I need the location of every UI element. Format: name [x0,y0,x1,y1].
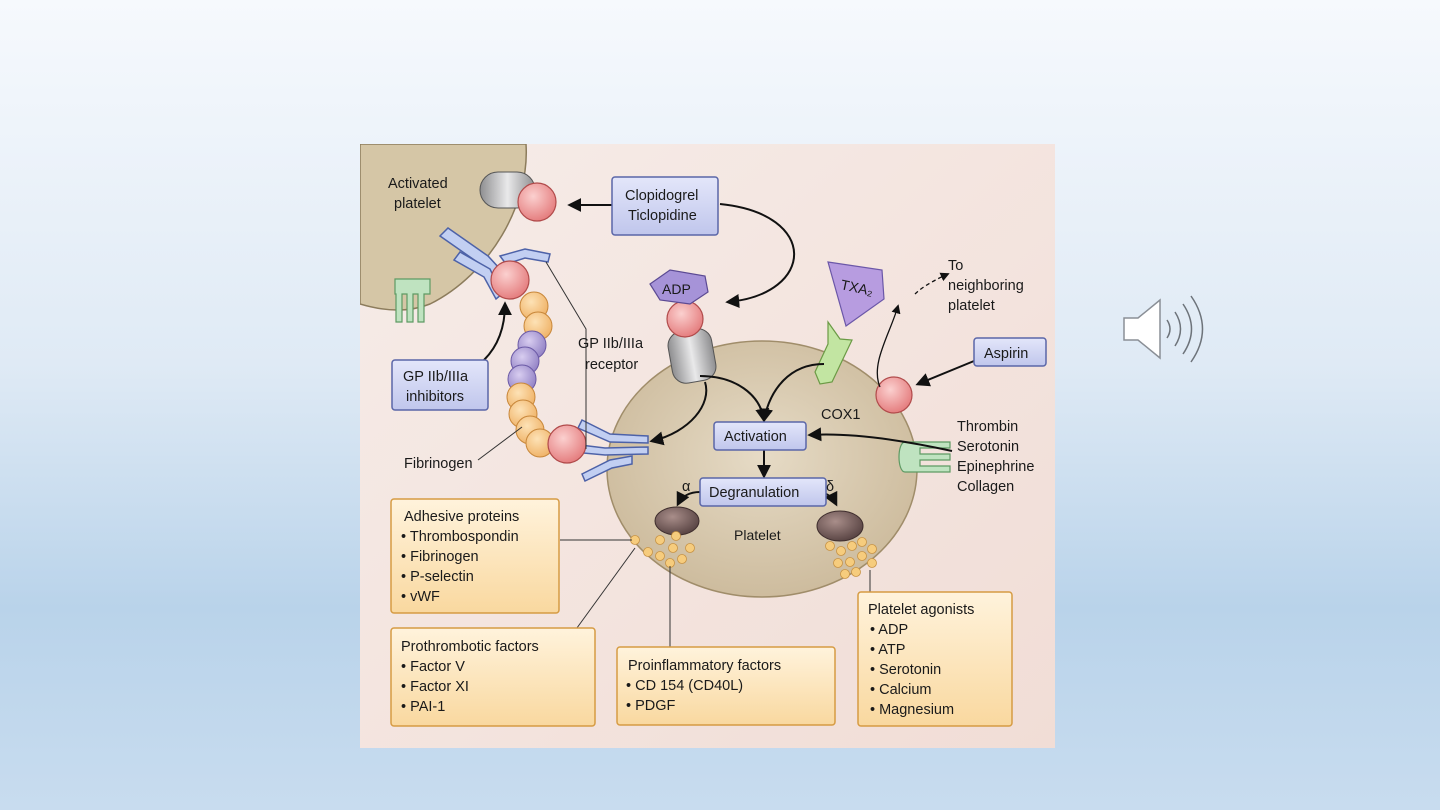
txa2-label: TXA₂ [839,276,874,298]
prothrombotic-factors-box: Prothrombotic factors • Factor V • Facto… [390,627,596,727]
leader-lines [477,261,871,656]
p2y12-receptor-top [479,171,557,222]
platelet-label: Platelet [734,527,781,543]
gp-receptor-bottom [571,418,649,483]
svg-text:Degranulation: Degranulation [709,485,799,501]
thrombin-receptor [898,441,951,473]
cox1-enzyme [875,376,913,414]
degranulation-box: Degranulation [699,477,827,507]
svg-text:• ADP: • ADP [870,622,908,638]
fibrinogen-label: Fibrinogen [404,456,473,472]
svg-text:Aspirin: Aspirin [984,346,1028,362]
activated-platelet-label: Activated platelet [388,176,452,212]
aspirin-box: Aspirin [973,337,1047,367]
released-granule-contents [630,531,877,579]
svg-text:Activation: Activation [724,429,787,445]
svg-text:• Calcium: • Calcium [870,682,931,698]
arrows [483,198,975,507]
alpha-granule [654,506,700,536]
svg-text:Clopidogrel: Clopidogrel [625,188,698,204]
fibrinogen-chain [506,291,555,458]
gp-inhibitors-box: GP IIb/IIIa inhibitors [391,359,489,411]
svg-text:Platelet agonists: Platelet agonists [868,602,974,618]
svg-text:GP IIb/IIIa: GP IIb/IIIa [403,369,469,385]
svg-text:Proinflammatory factors: Proinflammatory factors [628,658,781,674]
svg-text:• vWF: • vWF [401,589,440,605]
gp-receptor-label: GP IIb/IIIa receptor [578,336,647,373]
adp-receptor [649,269,717,384]
cox1-label: COX1 [821,407,861,423]
green-receptor-left [394,278,431,323]
svg-text:• ATP: • ATP [870,642,905,658]
svg-text:Ticlopidine: Ticlopidine [628,208,697,224]
to-neighboring-platelet-label: To neighboring platelet [948,258,1028,314]
proinflammatory-factors-box: Proinflammatory factors • CD 154 (CD40L)… [616,646,836,726]
agonists-list-label: Thrombin Serotonin Epinephrine Collagen [957,419,1038,495]
gp-receptor-binding-top [490,260,530,300]
txa2-receptor [814,320,853,385]
gp-receptor-binding-bottom [547,424,587,464]
clopidogrel-box: Clopidogrel Ticlopidine [611,176,719,236]
delta-granule [816,510,864,542]
txa2-molecule [827,261,885,327]
platelet-agonists-box: Platelet agonists • ADP • ATP • Serotoni… [857,591,1013,727]
svg-text:• CD 154 (CD40L): • CD 154 (CD40L) [626,678,743,694]
svg-text:Prothrombotic factors: Prothrombotic factors [401,639,539,655]
adhesive-proteins-box: Adhesive proteins • Thrombospondin • Fib… [390,498,560,614]
svg-text:inhibitors: inhibitors [406,389,464,405]
svg-text:• Factor V: • Factor V [401,659,465,675]
delta-label: δ [826,479,834,495]
svg-text:• Serotonin: • Serotonin [870,662,941,678]
platelet-activation-diagram: ADP TXA₂ [360,144,1055,748]
adp-label: ADP [662,281,691,297]
svg-text:• P-selectin: • P-selectin [401,569,474,585]
svg-text:• PDGF: • PDGF [626,698,676,714]
activation-box: Activation [713,421,807,451]
svg-text:• PAI-1: • PAI-1 [401,699,445,715]
svg-text:• Factor XI: • Factor XI [401,679,469,695]
svg-text:• Fibrinogen: • Fibrinogen [401,549,479,565]
speaker-icon[interactable] [1120,294,1210,364]
svg-text:• Magnesium: • Magnesium [870,702,954,718]
svg-text:• Thrombospondin: • Thrombospondin [401,529,519,545]
svg-text:Adhesive proteins: Adhesive proteins [404,509,519,525]
alpha-label: α [682,479,690,495]
